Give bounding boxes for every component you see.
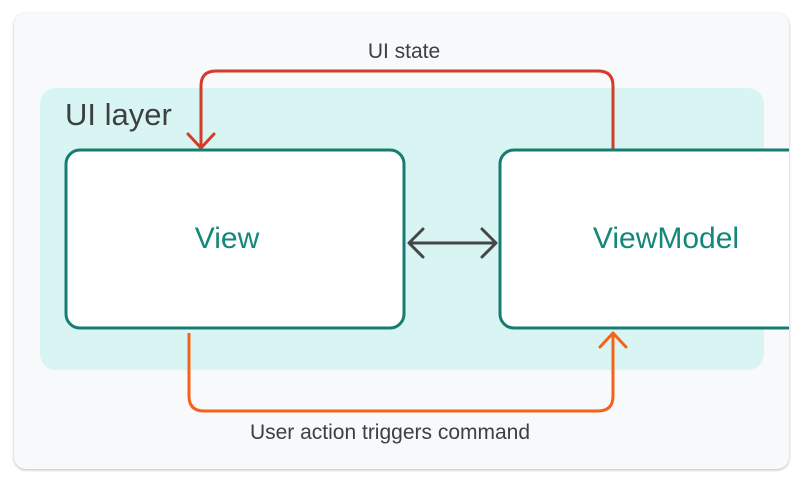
ui-layer-label: UI layer xyxy=(65,97,172,132)
view-node xyxy=(64,148,406,330)
view-node-label: View xyxy=(195,222,260,255)
ui-state-label: UI state xyxy=(368,40,440,63)
ui-state-arrow xyxy=(199,69,615,150)
user-action-arrowhead xyxy=(598,331,628,349)
ui-state-arrowhead xyxy=(186,132,216,150)
bidirectional-arrowhead-right xyxy=(480,227,498,259)
user-action-arrow xyxy=(187,333,615,413)
user-action-label: User action triggers command xyxy=(250,421,530,444)
viewmodel-node-label: ViewModel xyxy=(593,222,739,255)
viewmodel-node xyxy=(498,148,789,330)
bidirectional-arrowhead-left xyxy=(407,227,425,259)
